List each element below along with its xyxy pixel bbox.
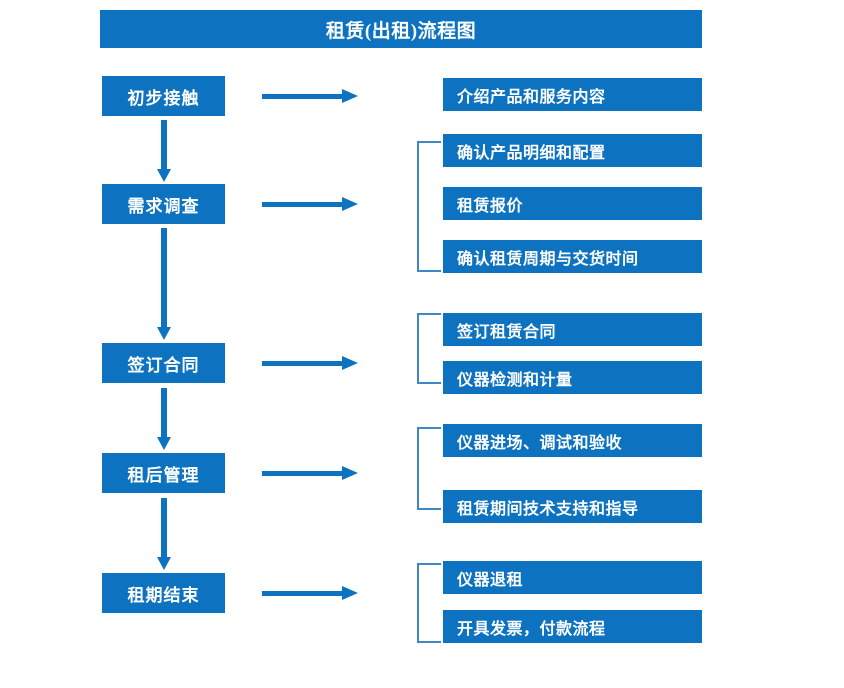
detail-label: 仪器检测和计量 [457, 371, 573, 389]
group-bracket-5 [417, 563, 441, 643]
detail-label: 介绍产品和服务内容 [457, 88, 606, 106]
stage-label: 需求调查 [127, 196, 200, 216]
stage-box-5[interactable]: 租期结束 [102, 573, 225, 613]
detail-label: 租赁报价 [457, 197, 524, 215]
detail-label: 仪器退租 [457, 571, 524, 589]
page-title: 租赁(出租)流程图 [325, 20, 477, 42]
detail-box-1[interactable]: 介绍产品和服务内容 [443, 78, 702, 111]
horizontal-arrow-3 [262, 356, 358, 370]
stage-box-3[interactable]: 签订合同 [102, 343, 225, 383]
group-bracket-3 [417, 313, 441, 384]
stage-label: 租期结束 [127, 585, 200, 605]
vertical-arrow-1-to-2 [157, 120, 171, 182]
detail-box-10[interactable]: 开具发票，付款流程 [443, 610, 702, 643]
stage-label: 初步接触 [127, 88, 200, 108]
stage-label: 签订合同 [127, 355, 200, 375]
detail-label: 签订租赁合同 [457, 323, 557, 341]
detail-box-6[interactable]: 仪器检测和计量 [443, 361, 702, 394]
detail-box-7[interactable]: 仪器进场、调试和验收 [443, 424, 702, 457]
horizontal-arrow-5 [262, 586, 358, 600]
detail-box-2[interactable]: 确认产品明细和配置 [443, 134, 702, 167]
vertical-arrow-4-to-5 [157, 498, 171, 570]
detail-box-9[interactable]: 仪器退租 [443, 561, 702, 594]
horizontal-arrow-1 [262, 89, 358, 103]
detail-box-3[interactable]: 租赁报价 [443, 187, 702, 220]
stage-box-1[interactable]: 初步接触 [102, 76, 225, 116]
stage-box-4[interactable]: 租后管理 [102, 453, 225, 493]
detail-box-4[interactable]: 确认租赁周期与交货时间 [443, 240, 702, 273]
horizontal-arrow-2 [262, 197, 358, 211]
detail-label: 确认产品明细和配置 [457, 144, 606, 162]
detail-box-5[interactable]: 签订租赁合同 [443, 313, 702, 346]
detail-label: 开具发票，付款流程 [457, 620, 606, 638]
detail-label: 租赁期间技术支持和指导 [457, 500, 639, 518]
detail-label: 仪器进场、调试和验收 [457, 434, 623, 452]
group-bracket-2 [417, 141, 441, 272]
stage-box-2[interactable]: 需求调查 [102, 184, 225, 224]
horizontal-arrow-4 [262, 466, 358, 480]
vertical-arrow-2-to-3 [157, 228, 171, 340]
vertical-arrow-3-to-4 [157, 388, 171, 450]
detail-label: 确认租赁周期与交货时间 [457, 250, 639, 268]
stage-label: 租后管理 [127, 465, 200, 485]
detail-box-8[interactable]: 租赁期间技术支持和指导 [443, 490, 702, 523]
group-bracket-4 [417, 427, 441, 510]
flowchart-title-bar: 租赁(出租)流程图 [100, 10, 702, 48]
